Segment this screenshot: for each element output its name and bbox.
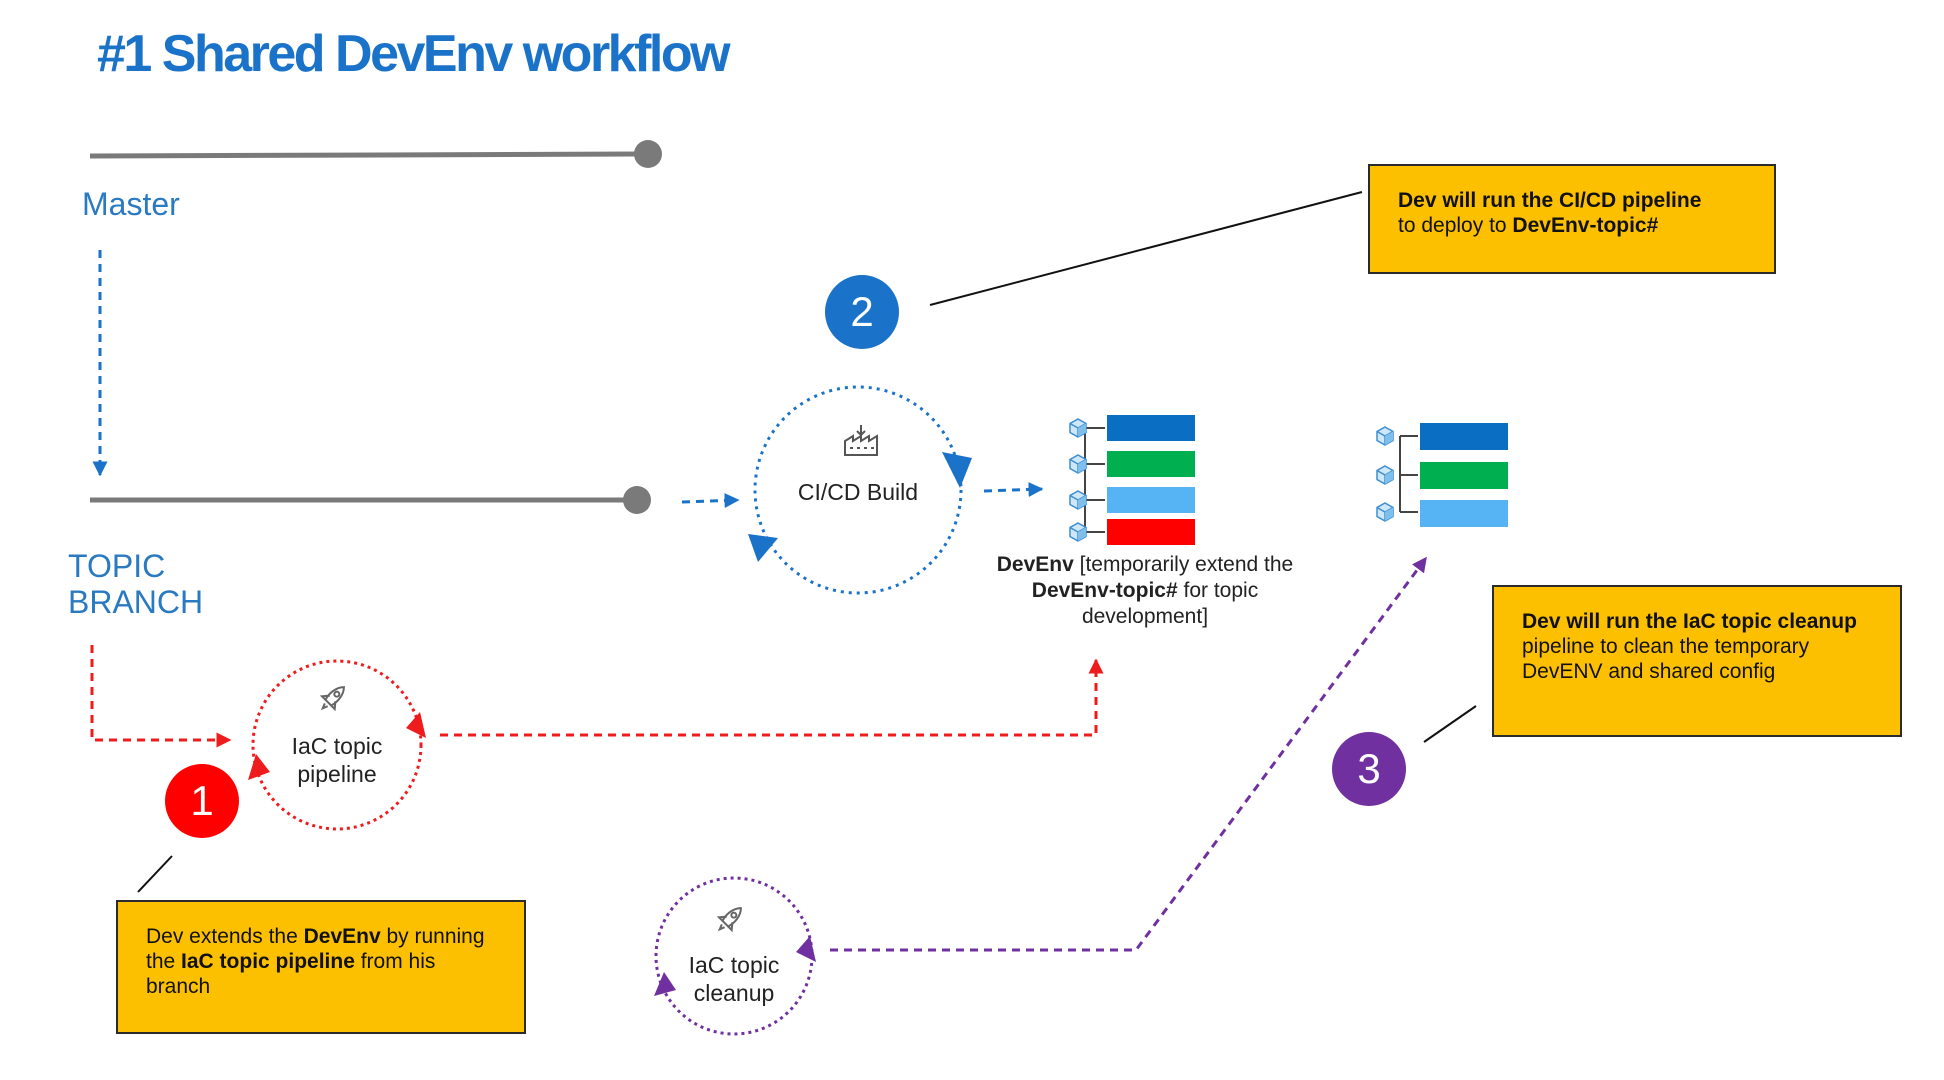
step-3-badge: 3 [1332,732,1406,806]
topic-branch-endpoint [623,486,651,514]
iac-to-devenv-arrow [440,658,1104,737]
factory-icon [844,425,878,456]
cleaned-bar-lightblue [1420,500,1508,527]
iac-pipeline-label-line2: pipeline [297,761,377,787]
note2-text: to deploy to [1398,214,1513,237]
cleaned-bar-blue [1420,423,1508,450]
rocket-icon [716,907,742,933]
rocket-icon [319,686,345,712]
cicd-to-devenv-arrow [983,481,1044,497]
cicd-cycle-arrowhead-right [942,452,972,488]
resource-bar-green [1107,451,1195,477]
step-2-note: Dev will run the CI/CD pipeline to deplo… [1368,164,1776,274]
cicd-cycle-arrowhead-left [748,534,778,562]
callout-line-2 [929,191,1363,306]
cleanup-cycle-arrowhead-right [796,936,816,962]
step-1-note: Dev extends the DevEnv by running the Ia… [116,900,526,1034]
iac-pipeline-label-line1: IaC topic [291,733,383,759]
cleaned-bar-green [1420,462,1508,489]
note1-devenv: DevEnv [303,925,381,948]
master-branch-endpoint [634,140,662,168]
resource-bar-lightblue [1107,487,1195,513]
devenv-caption-text2: for topic development] [1081,579,1259,628]
callout-line-3 [1423,705,1477,743]
step-1-badge: 1 [165,764,239,838]
note2-devenv-topic: DevEnv-topic# [1512,214,1659,237]
note3-text: pipeline to clean the temporary DevENV a… [1522,635,1810,683]
cleanup-cycle-arrowhead-left [654,972,676,996]
topic-branch-label-line1: TOPIC [68,548,166,584]
iac-cleanup-label-line2: cleanup [693,980,775,1006]
cleanup-to-devenv-arrow [830,556,1428,952]
note1-text-a: Dev extends the [146,925,304,948]
devenv-extended-stack [1069,415,1195,545]
step-3-note: Dev will run the IaC topic cleanup pipel… [1492,585,1902,737]
master-branch-line [89,151,649,159]
iac-cycle-arrowhead-left [248,754,270,780]
devenv-topic-name: DevEnv-topic# [1031,579,1178,602]
iac-pipeline-circle [251,659,423,831]
master-branch-label: Master [82,186,180,222]
iac-pipeline-label: IaC topic pipeline [262,732,412,788]
cicd-build-circle [753,385,963,595]
devenv-caption-bold: DevEnv [996,553,1074,576]
resource-bar-blue [1107,415,1195,441]
devenv-caption-text1: [temporarily extend the [1073,553,1294,576]
topic-to-iac-arrow [90,645,232,748]
note1-text-c: by running the [146,925,485,973]
topic-branch-label: TOPIC BRANCH [68,548,203,620]
topic-to-cicd-arrow [681,492,740,508]
cicd-build-label: CI/CD Build [797,479,919,505]
callout-line-1 [137,855,173,893]
iac-cleanup-label-line1: IaC topic [688,952,780,978]
iac-cleanup-label: IaC topic cleanup [659,951,809,1007]
note1-text-e: from his branch [146,950,436,998]
devenv-cleaned-stack [1376,423,1508,527]
note2-heading: Dev will run the CI/CD pipeline [1398,189,1702,212]
resource-bar-red [1107,519,1195,545]
page-title: #1 Shared DevEnv workflow [97,25,731,83]
step-2-badge: 2 [825,275,899,349]
note1-iac-topic-pipeline: IaC topic pipeline [181,950,355,973]
iac-cycle-arrowhead-right [406,712,426,738]
devenv-caption: DevEnv [temporarily extend the DevEnv-to… [990,552,1300,630]
note3-heading: Dev will run the IaC topic cleanup [1522,610,1857,633]
topic-branch-label-line2: BRANCH [68,584,204,620]
